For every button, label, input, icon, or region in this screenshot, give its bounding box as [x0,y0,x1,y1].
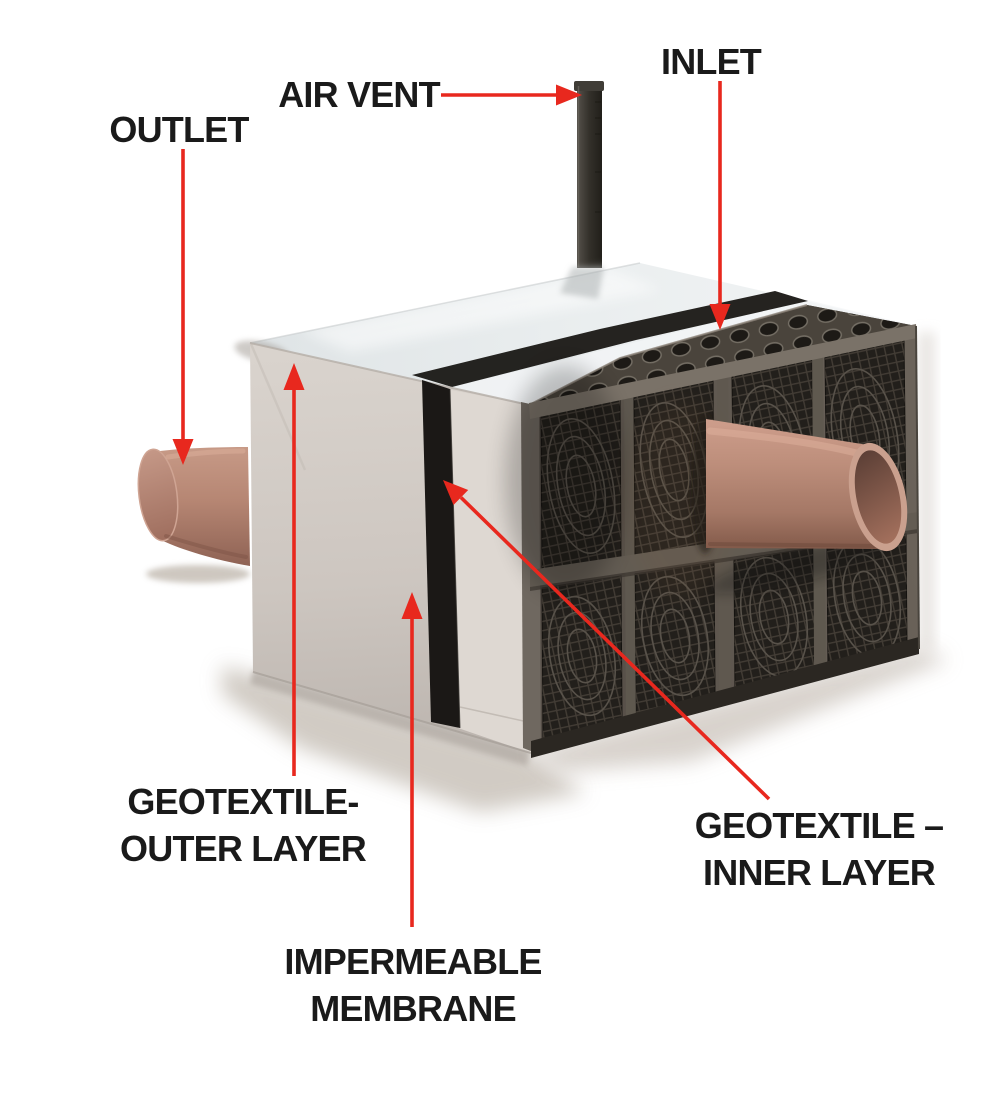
geotextile-outer-label: GEOTEXTILE- OUTER LAYER [120,778,367,872]
impermeable-membrane-arrow [401,592,423,927]
vent-ticks [595,101,601,213]
air-vent-pipe [574,81,604,268]
impermeable-membrane-label-line1: IMPERMEABLE [284,941,542,982]
geotextile-inner-label-line2: INNER LAYER [703,852,936,893]
crate-cell [541,575,623,741]
outlet-pipe [137,447,250,566]
impermeable-membrane-label-line2: MEMBRANE [310,988,516,1029]
vent-shadow [560,267,604,299]
geotextile-outer-label-line2: OUTER LAYER [120,828,367,869]
geotextile-outer-label-line1: GEOTEXTILE- [127,781,359,822]
air-vent-arrow [441,84,582,106]
annotation-arrows [172,81,771,927]
outlet-label: OUTLET [109,109,249,150]
air-vent-label: AIR VENT [278,74,440,115]
inlet-pipe-opening [854,450,902,544]
membrane-stripe-left [422,380,460,728]
inlet-pipe [691,414,908,594]
outlet-arrow [172,149,194,465]
crate-right-face [505,324,920,758]
impermeable-membrane-label: IMPERMEABLE MEMBRANE [284,938,542,1032]
ground-shadow [146,332,948,812]
membrane-stripe-top [412,291,808,387]
geotextile-inner-label: GEOTEXTILE – INNER LAYER [694,802,944,896]
inlet-label: INLET [661,41,762,82]
inlet-arrow [709,81,731,330]
geotextile-outer-arrow [283,363,305,776]
geotextile-inner-label-line1: GEOTEXTILE – [694,805,944,846]
geotextile-inner-arrow [443,480,771,801]
